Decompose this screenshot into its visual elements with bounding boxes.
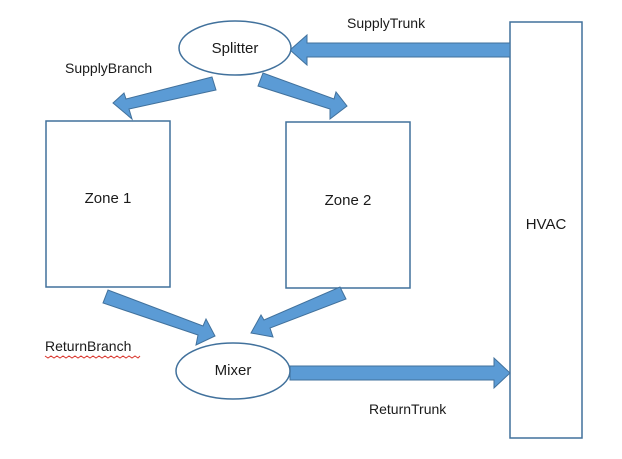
return-branch-arrow-zone1 <box>102 289 216 346</box>
spellcheck-underline <box>44 355 141 359</box>
return-trunk-arrow <box>289 356 511 390</box>
return-trunk-label: ReturnTrunk <box>369 401 447 417</box>
hvac-label: HVAC <box>526 216 567 233</box>
supply-branch-arrow-zone2 <box>257 72 348 121</box>
splitter-label: Splitter <box>212 40 259 57</box>
return-branch-label: ReturnBranch <box>45 338 131 354</box>
zone2-label: Zone 2 <box>325 192 372 209</box>
mixer-label: Mixer <box>215 362 252 379</box>
zone1-label: Zone 1 <box>85 190 132 207</box>
supply-trunk-label: SupplyTrunk <box>347 15 426 31</box>
splitter-node: Splitter <box>178 20 292 76</box>
zone2-node: Zone 2 <box>285 121 411 289</box>
return-branch-arrow-zone2 <box>250 286 347 338</box>
supply-branch-arrow-zone1 <box>112 76 217 121</box>
mixer-node: Mixer <box>175 342 291 400</box>
hvac-node: HVAC <box>509 21 583 439</box>
supply-trunk-arrow <box>289 33 511 67</box>
zone1-node: Zone 1 <box>45 120 171 288</box>
supply-branch-label: SupplyBranch <box>65 60 152 76</box>
